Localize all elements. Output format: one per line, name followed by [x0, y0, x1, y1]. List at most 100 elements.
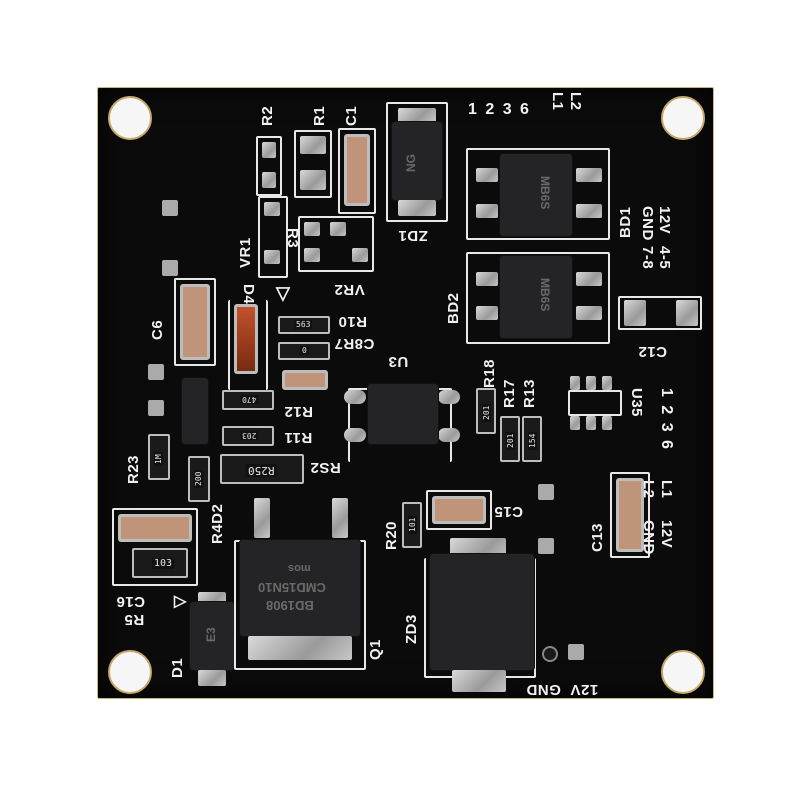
test-pad: [538, 484, 554, 500]
label-c13: C13: [589, 522, 606, 552]
label-gnd: GND: [639, 206, 656, 241]
label-4-5: 4-5: [656, 246, 673, 270]
label-r17: R17: [501, 378, 518, 408]
footprint-c15: [426, 490, 492, 530]
capacitor-c8: [282, 370, 328, 390]
pad: [576, 272, 602, 286]
mounting-hole-bottom-left: [108, 650, 152, 694]
capacitor-c13: [616, 478, 644, 552]
test-pad-12v: [568, 644, 584, 660]
label-pins-top: 1 2 3 6: [468, 101, 530, 118]
diode-d1: E3: [190, 602, 234, 670]
label-r2: R2: [259, 105, 276, 126]
pad: [602, 416, 612, 430]
r17-marking: 201: [506, 431, 515, 450]
footprint-c1: [338, 128, 376, 214]
zd1-marking: NG: [404, 154, 418, 172]
diode-symbol-d1: ▷: [174, 593, 187, 610]
label-r10: R10: [338, 313, 368, 330]
mosfet-tab: [332, 498, 348, 538]
capacitor-c16: [118, 514, 192, 542]
footprint-vr1: [258, 196, 288, 278]
pad: [330, 222, 346, 236]
rs2-marking: R250: [246, 464, 277, 477]
footprint-r3-vr2: [298, 216, 374, 272]
pad: [476, 272, 498, 286]
label-zd3: ZD3: [403, 614, 420, 644]
pcb-board: R2 R1 C1 1 2 3 6 L1 L2 NG ZD1 MB6S BD1 M…: [97, 87, 714, 699]
resistor-r11: 203: [222, 426, 274, 446]
r18-marking: 201: [482, 403, 491, 422]
r13-marking: 154: [528, 431, 537, 450]
label-pins-right: 1 2 3 6: [658, 388, 675, 450]
diode-symbol: ▽: [276, 283, 291, 303]
label-r12: R12: [284, 403, 314, 420]
footprint-c13: [610, 472, 650, 558]
capacitor-c6: [180, 284, 210, 360]
label-gnd-right: GND: [640, 520, 657, 555]
footprint-r1: [294, 130, 332, 198]
pad: [398, 108, 436, 122]
pad: [352, 248, 368, 262]
resistor-r10: 563: [278, 316, 330, 334]
zener-diode-zd3: [430, 554, 534, 670]
r7-marking: 0: [300, 346, 309, 355]
d1-marking: E3: [204, 627, 218, 642]
footprint-r2: [256, 136, 282, 196]
label-vr2: VR2: [334, 281, 365, 298]
label-r5: R5: [124, 611, 145, 628]
pad: [344, 390, 366, 404]
bd1-marking: MB6S: [538, 176, 552, 210]
test-pad: [538, 538, 554, 554]
label-u3: U3: [388, 353, 409, 370]
r20-marking: 101: [408, 515, 417, 534]
label-7-8: 7-8: [639, 246, 656, 270]
pad: [624, 300, 646, 326]
pad: [576, 306, 602, 320]
diode-d2: [182, 378, 208, 444]
mosfet-q1: BD1908 CMD15N10 mos: [240, 540, 360, 636]
pad: [586, 376, 596, 390]
label-r11: R11: [284, 429, 313, 446]
pad: [198, 670, 226, 686]
pad: [304, 222, 320, 236]
pad: [570, 416, 580, 430]
label-r20: R20: [383, 520, 400, 550]
label-bottom-gnd: GND: [526, 681, 561, 698]
label-c15: C15: [494, 503, 524, 520]
test-pad: [162, 260, 178, 276]
label-vr1: VR1: [237, 237, 254, 268]
q1-marking-1: BD1908: [266, 598, 314, 613]
pad: [676, 300, 698, 326]
resistor-r4: 200: [188, 456, 210, 502]
mosfet-drain: [248, 636, 352, 660]
pad: [602, 376, 612, 390]
pad: [576, 204, 602, 218]
label-r7: R7: [334, 335, 355, 352]
resistor-r12: 470: [222, 390, 274, 410]
label-bottom-12v: 12V: [570, 681, 599, 698]
pad: [586, 416, 596, 430]
pad: [438, 390, 460, 404]
r4-marking: 200: [194, 469, 203, 488]
pad: [344, 428, 366, 442]
r10-marking: 563: [294, 320, 313, 329]
label-d2: D2: [209, 503, 226, 524]
label-r4: R4: [209, 523, 226, 544]
label-l1: L1: [549, 92, 566, 111]
pad: [398, 200, 436, 216]
resistor-r20: 101: [402, 502, 422, 548]
label-c6: C6: [149, 319, 166, 340]
pad: [300, 170, 326, 190]
pad: [476, 168, 498, 182]
label-c1: C1: [343, 105, 360, 126]
resistor-r13: 154: [522, 416, 542, 462]
mosfet-tab: [254, 498, 270, 538]
pad: [262, 142, 276, 158]
resistor-r7: 0: [278, 342, 330, 360]
label-r23: R23: [125, 454, 142, 484]
footprint-c6: [174, 278, 216, 366]
capacitor-c1: [344, 134, 370, 206]
r11-marking: 203: [240, 431, 259, 440]
pad: [576, 168, 602, 182]
